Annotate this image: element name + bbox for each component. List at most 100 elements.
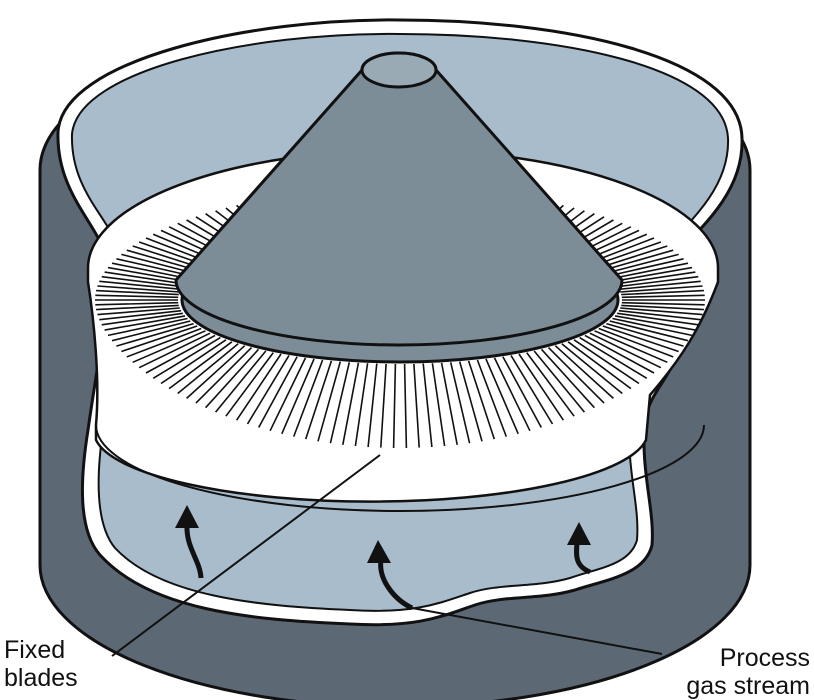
blade-line [621, 304, 704, 311]
blade-line [342, 362, 360, 445]
blade-line [606, 322, 684, 347]
blade-line [584, 334, 655, 374]
blade-line [235, 353, 282, 421]
blade-line [609, 320, 689, 342]
blade-line [493, 357, 531, 432]
process-gas-stream-label: Process gas stream [686, 644, 810, 700]
blade-line [589, 332, 662, 369]
leader-line-fixed-blades [111, 454, 381, 657]
blade-line [403, 363, 408, 449]
blade-line [380, 363, 387, 448]
blade-line [205, 348, 260, 409]
blade-line [573, 339, 640, 385]
blade-line [431, 363, 446, 447]
blade-line [609, 262, 689, 280]
blade-line [111, 320, 191, 342]
blade-line [422, 363, 433, 448]
blade-line [104, 315, 186, 331]
blade-line [116, 322, 194, 347]
blade-line [620, 285, 703, 293]
blade-line [152, 336, 221, 379]
blade-line [561, 343, 623, 395]
blade-line [96, 289, 179, 296]
blade-line [449, 362, 471, 444]
blade-line [533, 350, 586, 413]
blade-line [96, 304, 179, 311]
blade-line [132, 330, 206, 364]
blade-line [225, 352, 274, 417]
blade-line [620, 307, 703, 316]
blade-line [618, 309, 701, 321]
blade-line [101, 312, 184, 326]
blade-line [97, 285, 180, 293]
blade-line [440, 362, 458, 445]
blade-line [104, 271, 186, 285]
blade-line [606, 258, 684, 278]
blade-line [598, 327, 674, 358]
blade-line [612, 317, 693, 337]
blade-line [257, 356, 298, 428]
blade-line [317, 361, 342, 442]
blade-line [618, 280, 701, 291]
blade-line [547, 347, 605, 404]
blade-line [95, 301, 179, 306]
blade-line [101, 275, 183, 288]
blade-line [97, 307, 180, 316]
blade-line [126, 327, 202, 358]
blade-line [177, 343, 239, 395]
fixed-blades-label-line2: blades [4, 664, 78, 692]
process-gas-label-line2: gas stream [686, 672, 810, 700]
blade-line [540, 348, 595, 409]
fixed-blades-label: Fixed blades [4, 636, 78, 692]
blade-line [214, 350, 267, 413]
process-gas-label-line1: Process [719, 644, 810, 672]
cone-top-opening [360, 51, 438, 89]
blade-line [292, 359, 324, 437]
blade-line [594, 330, 668, 364]
blade-line [99, 309, 182, 321]
blade-line [354, 363, 369, 447]
blade-line [107, 266, 188, 283]
blade-line [502, 356, 543, 428]
blade-line [367, 363, 378, 448]
blade-line [554, 345, 614, 399]
blade-line [195, 347, 253, 404]
blade-line [95, 294, 179, 299]
flow-arrow-right [567, 522, 592, 575]
blade-line [614, 315, 696, 331]
blade-line [121, 325, 198, 353]
blade-line [612, 266, 693, 283]
flow-arrow-left [175, 505, 204, 579]
blade-line [413, 363, 420, 448]
blade-line [567, 341, 632, 390]
blade-line [476, 359, 508, 437]
blade-line [145, 334, 216, 374]
blade-line [186, 345, 246, 399]
leader-line-process-gas [411, 607, 663, 655]
blade-line [602, 325, 679, 353]
blade-line [329, 362, 351, 444]
blade-line [617, 275, 699, 288]
blade-line [168, 341, 233, 390]
blade-line [138, 332, 211, 369]
blade-line [107, 317, 188, 337]
blade-line [281, 358, 315, 435]
blade-line [579, 336, 648, 379]
blade-line [621, 289, 704, 296]
blade-line [392, 363, 397, 449]
blade-ring-front-edge [95, 424, 705, 512]
blade-line [621, 301, 705, 306]
blade-line [614, 271, 696, 285]
blade-line [518, 353, 565, 421]
fixed-blades-label-line1: Fixed [4, 636, 66, 664]
blade-line [510, 354, 554, 425]
blade-line [621, 294, 705, 299]
blade-line [99, 280, 182, 291]
flow-arrow-center [367, 540, 414, 611]
blade-line [246, 354, 290, 425]
blade-line [526, 352, 575, 417]
blade-line [304, 360, 333, 440]
blade-line [458, 361, 483, 442]
blade-line [485, 358, 519, 435]
